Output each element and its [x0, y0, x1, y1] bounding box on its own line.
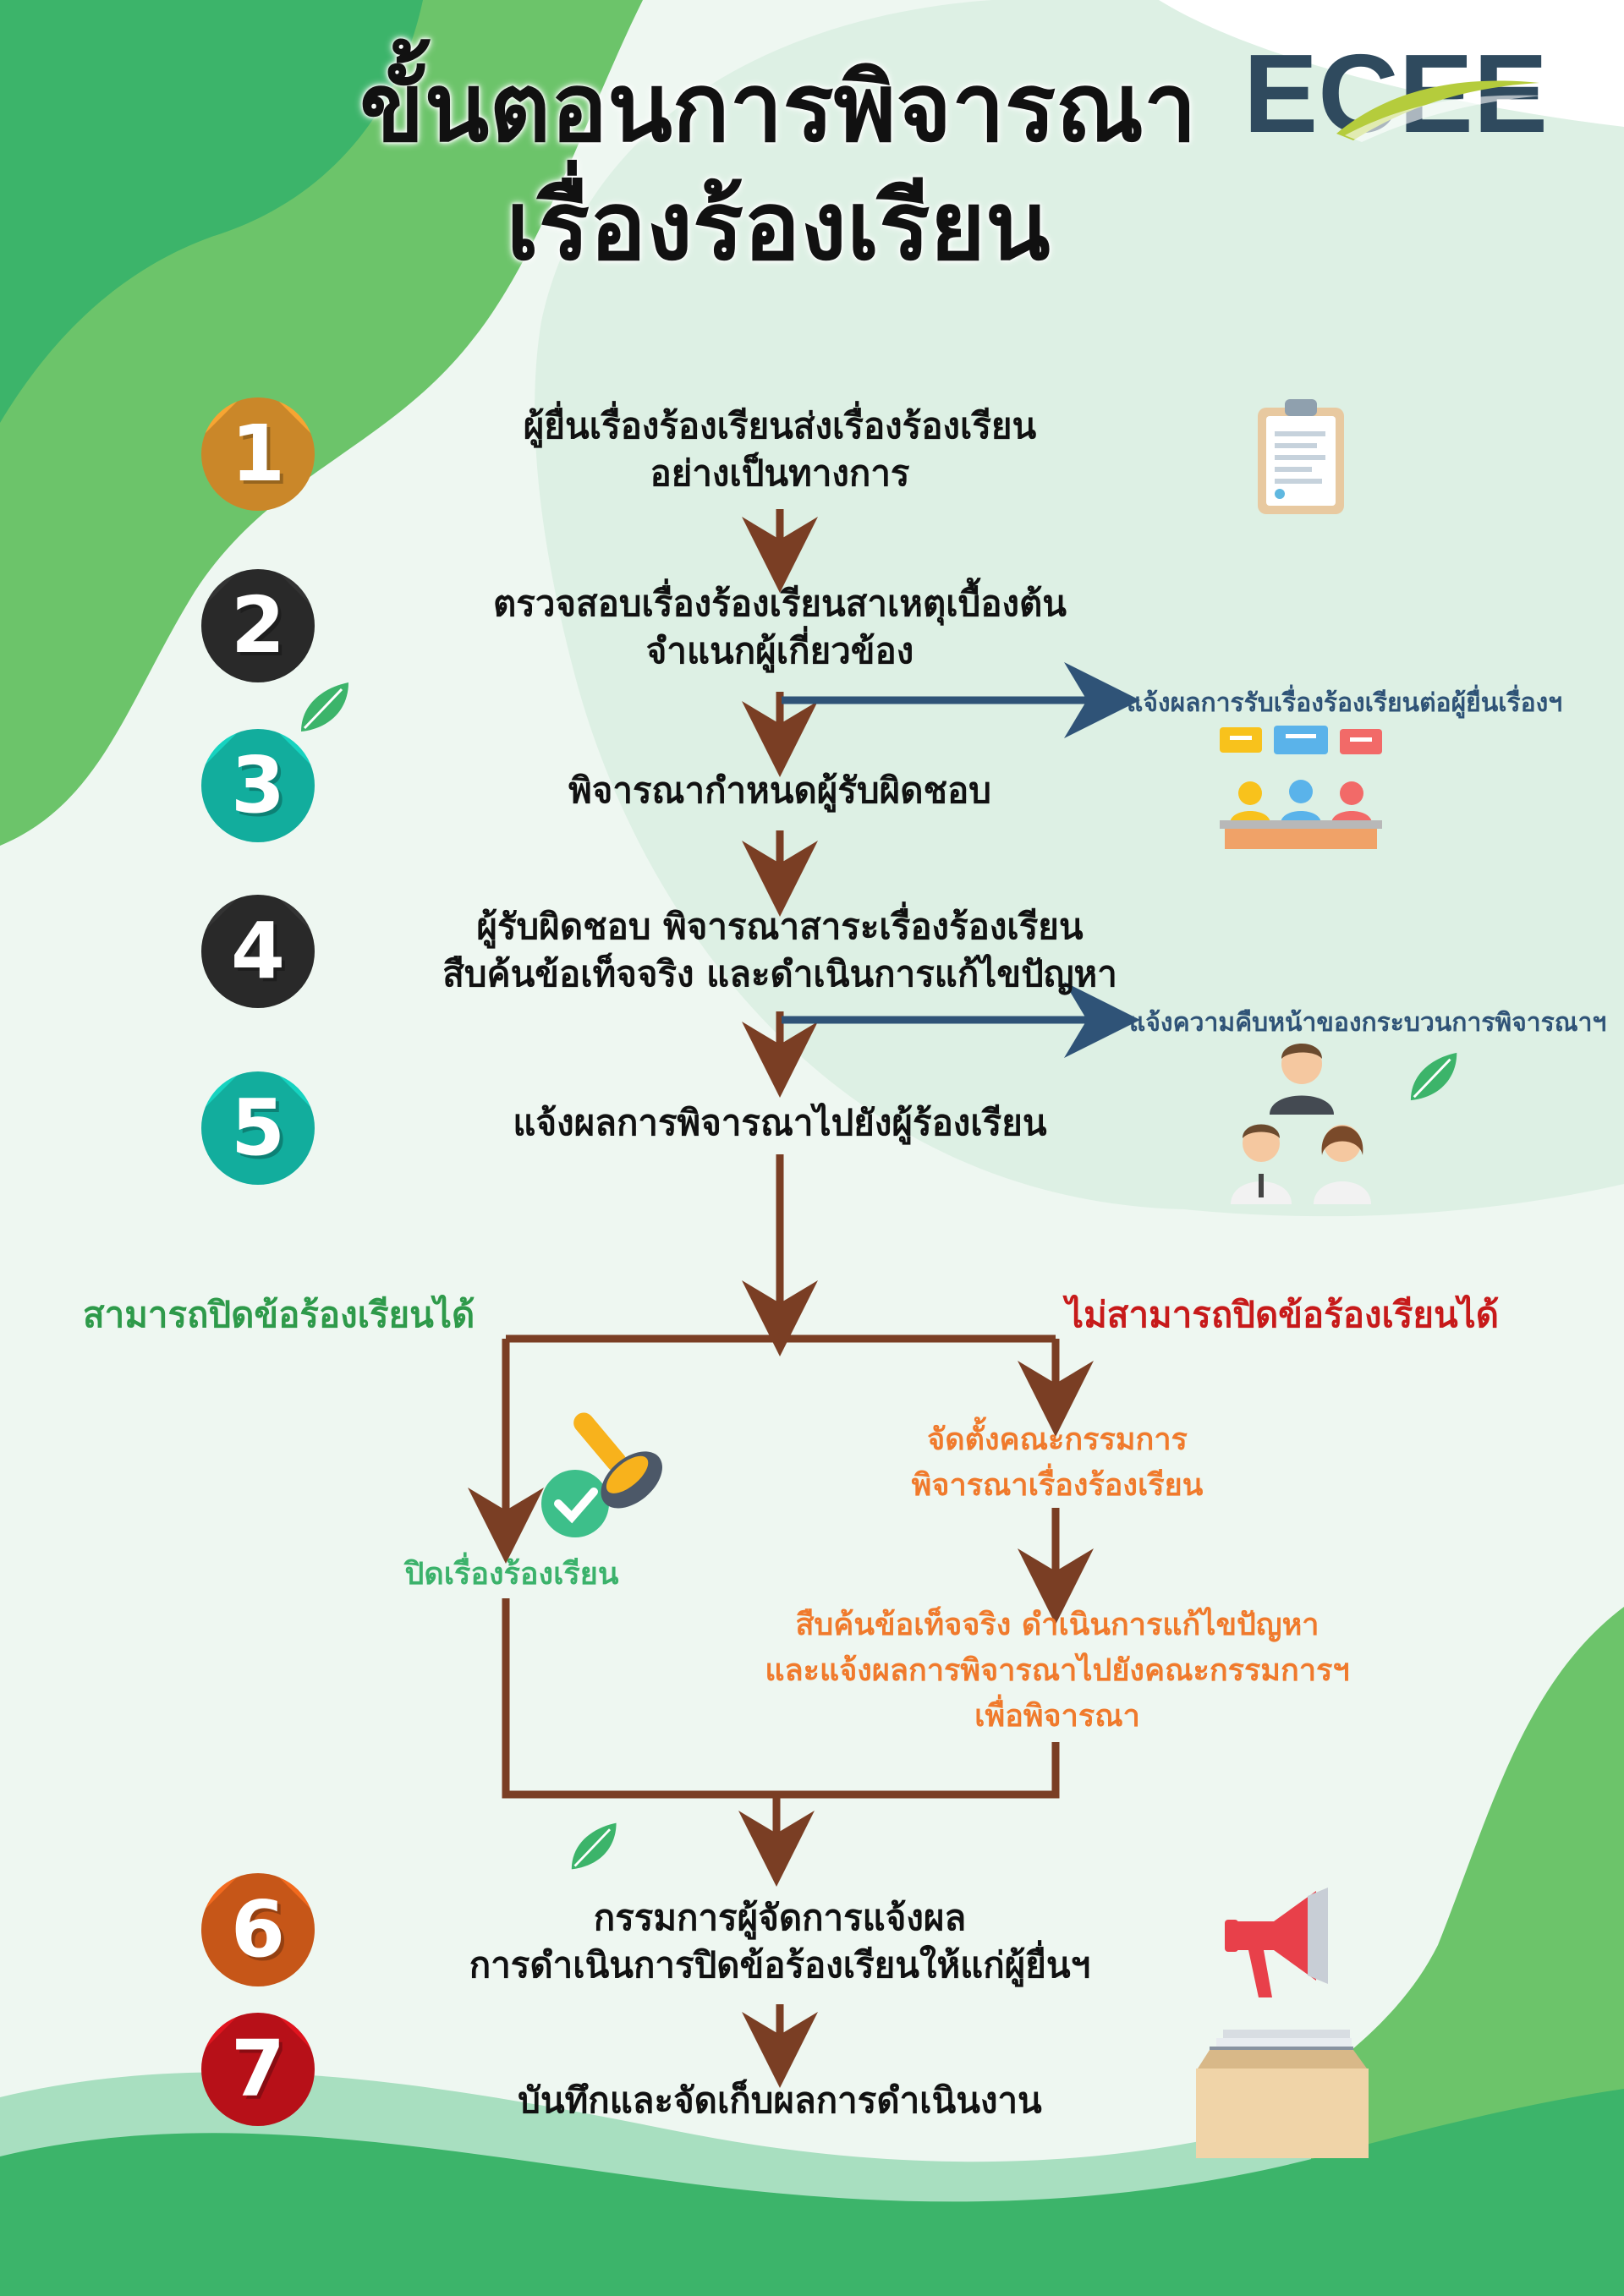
- step-2-badge: 2: [201, 569, 315, 682]
- step-7-number: 7: [230, 2024, 285, 2114]
- step-1-number: 1: [230, 408, 285, 499]
- people-icon: [1231, 1044, 1371, 1204]
- meeting-icon: [1220, 726, 1382, 849]
- bg-wave-dark: [0, 2089, 1624, 2296]
- leaf-icon: [1410, 1052, 1457, 1101]
- step-4-line-1: ผู้รับผิดชอบ พิจารณาสาระเรื่องร้องเรียน: [476, 906, 1084, 947]
- step-1-badge: 1: [201, 397, 315, 511]
- step-5-line-1: แจ้งผลการพิจารณาไปยังผู้ร้องเรียน: [513, 1102, 1047, 1143]
- step-2-number: 2: [230, 580, 285, 671]
- step-3-line-1: พิจารณากำหนดผู้รับผิดชอบ: [568, 770, 991, 811]
- step-6-line-2: การดำเนินการปิดข้อร้องเรียนให้แก่ผู้ยื่น…: [469, 1944, 1091, 1986]
- step-6-line-1: กรรมการผู้จัดการแจ้งผล: [593, 1897, 967, 1938]
- investigate-line-2: และแจ้งผลการพิจารณาไปยังคณะกรรมการฯ: [765, 1653, 1350, 1688]
- committee-text: จัดตั้งคณะกรรมการ พิจารณาเรื่องร้องเรียน: [846, 1417, 1269, 1509]
- step-3-number: 3: [230, 740, 285, 830]
- investigate-text: สืบค้นข้อเท็จจริง ดำเนินการแก้ไขปัญหา แล…: [719, 1603, 1396, 1740]
- step-5-badge: 5: [201, 1071, 315, 1185]
- leaf-icon: [571, 1822, 617, 1870]
- cannot-close-label: ไม่สามารถปิดข้อร้องเรียนได้: [1066, 1294, 1500, 1335]
- step-6-badge: 6: [201, 1873, 315, 1986]
- step-7-text: บันทึกและจัดเก็บผลการดำเนินงาน: [399, 2077, 1160, 2124]
- step-2-text: ตรวจสอบเรื่องร้องเรียนสาเหตุเบื้องต้น จำ…: [399, 580, 1160, 675]
- megaphone-icon: [1225, 1888, 1328, 1997]
- step-5-text: แจ้งผลการพิจารณาไปยังผู้ร้องเรียน: [399, 1099, 1160, 1147]
- committee-line-2: พิจารณาเรื่องร้องเรียน: [911, 1468, 1204, 1503]
- title-line-1: ขั้นตอนการพิจารณา: [359, 53, 1197, 163]
- step-4-number: 4: [230, 906, 285, 996]
- step-1-line-1: ผู้ยื่นเรื่องร้องเรียนส่งเรื่องร้องเรียน: [523, 405, 1037, 447]
- step-3-badge: 3: [201, 729, 315, 842]
- step-6-text: กรรมการผู้จัดการแจ้งผล การดำเนินการปิดข้…: [399, 1894, 1160, 1989]
- page-title: ขั้นตอนการพิจารณา เรื่องร้องเรียน: [279, 49, 1277, 286]
- step-6-number: 6: [230, 1884, 285, 1975]
- close-case-label: ปิดเรื่องร้องเรียน: [404, 1557, 619, 1592]
- step-7-badge: 7: [201, 2013, 315, 2126]
- step-5-number: 5: [230, 1082, 285, 1173]
- step-1-text: ผู้ยื่นเรื่องร้องเรียนส่งเรื่องร้องเรียน…: [399, 403, 1160, 497]
- step-4-line-2: สืบค้นข้อเท็จจริง และดำเนินการแก้ไขปัญหา: [442, 953, 1117, 995]
- bg-blob-top-left-dark: [0, 0, 423, 423]
- receipt-notice: แจ้งผลการรับเรื่องร้องเรียนต่อผู้ยื่นเรื…: [1127, 688, 1563, 718]
- progress-notice: แจ้งความคืบหน้าของกระบวนการพิจารณาฯ: [1129, 1008, 1607, 1038]
- merge-lines: [502, 1598, 1060, 1799]
- step-2-line-1: ตรวจสอบเรื่องร้องเรียนสาเหตุเบื้องต้น: [493, 583, 1067, 624]
- step-1-line-2: อย่างเป็นทางการ: [650, 452, 910, 494]
- archive-box-icon: [1196, 2030, 1369, 2158]
- step-4-badge: 4: [201, 895, 315, 1008]
- approval-stamp-icon: [541, 1412, 662, 1537]
- investigate-line-3: เพื่อพิจารณา: [974, 1699, 1140, 1734]
- investigate-line-1: สืบค้นข้อเท็จจริง ดำเนินการแก้ไขปัญหา: [795, 1608, 1320, 1642]
- step-3-text: พิจารณากำหนดผู้รับผิดชอบ: [399, 767, 1160, 814]
- committee-line-1: จัดตั้งคณะกรรมการ: [927, 1422, 1188, 1457]
- ecee-logo: ECEE: [1243, 41, 1548, 151]
- step-2-line-2: จำแนกผู้เกี่ยวข้อง: [645, 630, 914, 671]
- logo-text: ECEE: [1243, 41, 1548, 151]
- can-close-label: สามารถปิดข้อร้องเรียนได้: [83, 1294, 475, 1335]
- leaf-icon: [301, 682, 348, 732]
- clipboard-icon: [1258, 399, 1344, 514]
- step-7-line-1: บันทึกและจัดเก็บผลการดำเนินงาน: [518, 2080, 1042, 2121]
- step-4-text: ผู้รับผิดชอบ พิจารณาสาระเรื่องร้องเรียน …: [399, 903, 1160, 998]
- title-line-2: เรื่องร้องเรียน: [506, 172, 1051, 282]
